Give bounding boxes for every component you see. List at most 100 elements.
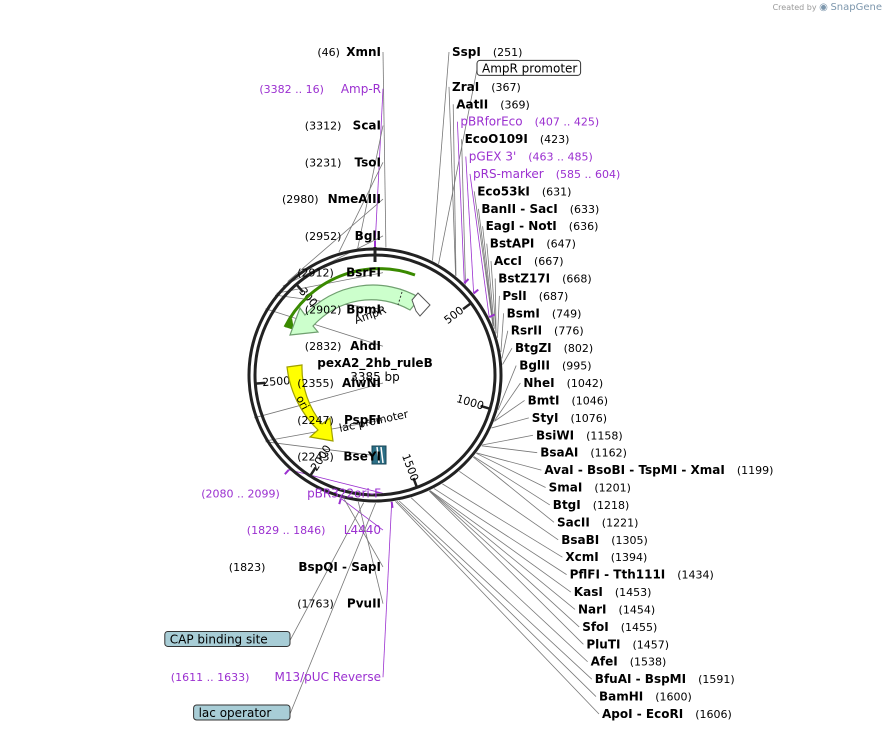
- site-label-acci[interactable]: AccI(667): [494, 254, 564, 268]
- site-label-xmni[interactable]: (46)XmnI: [317, 45, 381, 59]
- site-label-btgi[interactable]: BtgI(1218): [553, 498, 630, 512]
- site-label-bsmi[interactable]: BsmI(749): [507, 306, 582, 320]
- site-label-sspi[interactable]: SspI(251): [452, 45, 522, 59]
- lac-promoter-stripe: [380, 446, 384, 464]
- site-label-pluti[interactable]: PluTI(1457): [586, 637, 669, 651]
- site-position: (367): [491, 81, 521, 94]
- tick-label: 500: [442, 304, 467, 327]
- svg-text:AvaI - BsoBI - TspMI - X: AvaI - BsoBI - TspMI - XmaI(1199): [544, 463, 773, 477]
- site-label-ecoo109i[interactable]: EcoO109I(423): [465, 132, 570, 146]
- site-label-bfuai-bspmi[interactable]: BfuAI - BspMI(1591): [595, 672, 735, 686]
- site-label-pspfi[interactable]: (2247)PspFI: [297, 413, 381, 427]
- svg-text:(3231): (3231): [305, 156, 342, 169]
- leader-line: [494, 400, 525, 422]
- site-label-kasi[interactable]: KasI(1453): [574, 585, 652, 599]
- site-position: (802): [564, 342, 594, 355]
- site-label-prs-marker[interactable]: pRS-marker(585 .. 604): [473, 167, 620, 181]
- site-label-bpmi[interactable]: (2902)BpmI: [305, 302, 381, 316]
- site-position: (251): [493, 46, 523, 59]
- site-name: ScaI: [353, 119, 381, 133]
- site-label-bspqi-sapi[interactable]: (1823)BspQI - SapI: [229, 560, 381, 574]
- site-label-bglii[interactable]: BglII(995): [519, 359, 591, 373]
- site-label-lac-operator[interactable]: lac operator: [193, 704, 291, 721]
- site-label-zrai[interactable]: ZraI(367): [452, 80, 521, 94]
- site-label-styi[interactable]: StyI(1076): [532, 411, 607, 425]
- leader-line: [395, 501, 600, 715]
- leader-line: [476, 452, 542, 471]
- brand-name: SnapGene: [830, 2, 882, 13]
- site-label-pgex-3-[interactable]: pGEX 3'(463 .. 485): [469, 150, 593, 164]
- site-label-sfoi[interactable]: SfoI(1455): [582, 620, 657, 634]
- leader-line: [442, 483, 563, 558]
- site-label-bgli[interactable]: (2952)BglI: [305, 229, 381, 243]
- site-label-sacii[interactable]: SacII(1221): [557, 515, 638, 529]
- site-label-aatii[interactable]: AatII(369): [456, 97, 530, 111]
- site-label-xcmi[interactable]: XcmI(1394): [565, 550, 647, 564]
- site-label-l4440[interactable]: (1829 .. 1846)L4440: [247, 523, 381, 537]
- site-name: PflFI - Tth111I: [570, 568, 666, 582]
- site-label-nmeaiii[interactable]: (2980)NmeAIII: [282, 192, 381, 206]
- feature-box-label: CAP binding site: [170, 632, 268, 646]
- leader-line: [482, 226, 494, 327]
- site-position: (776): [554, 325, 584, 338]
- svg-text:BsaBI(1305): BsaBI(1305): [561, 533, 648, 547]
- site-label-rsrii[interactable]: RsrII(776): [511, 324, 584, 338]
- svg-text:PvuII: PvuII: [347, 597, 381, 611]
- site-label-m13-puc-reverse[interactable]: (1611 .. 1633)M13/pUC Reverse: [171, 670, 381, 684]
- site-label-pflfi-tth111i[interactable]: PflFI - Tth111I(1434): [570, 568, 714, 582]
- leader-line: [469, 173, 490, 318]
- tick-label: 2500: [262, 374, 291, 389]
- site-label-banii-saci[interactable]: BanII - SacI(633): [481, 202, 599, 216]
- site-position: (1591): [698, 673, 735, 686]
- site-label-bsaai[interactable]: BsaAI(1162): [540, 446, 627, 460]
- leader-line: [481, 445, 538, 454]
- site-position: (1457): [633, 638, 670, 651]
- site-label-smai[interactable]: SmaI(1201): [549, 481, 631, 495]
- site-name: XmnI: [346, 45, 381, 59]
- site-label-alwni[interactable]: (2355)AlwNI: [297, 376, 381, 390]
- site-position: (667): [534, 255, 564, 268]
- site-label-pbrforeco[interactable]: pBRforEco(407 .. 425): [460, 115, 599, 129]
- leader-line: [357, 501, 384, 604]
- site-label-amp-r[interactable]: (3382 .. 16)Amp-R: [259, 82, 381, 96]
- ampr-feature-arrow[interactable]: [289, 284, 421, 336]
- site-label-pvuii[interactable]: (1763)PvuII: [297, 597, 381, 611]
- site-label-ampr-promoter[interactable]: AmpR promoter: [476, 59, 582, 76]
- site-label-apoi-ecori[interactable]: ApoI - EcoRI(1606): [602, 707, 732, 721]
- site-label-tsoi[interactable]: (3231)TsoI: [305, 155, 381, 169]
- site-label-eagi-noti[interactable]: EagI - NotI(636): [486, 219, 599, 233]
- site-position: (2243): [297, 451, 334, 464]
- site-label-bsabi[interactable]: BsaBI(1305): [561, 533, 648, 547]
- site-label-avai-bsobi-tspmi-xmai[interactable]: AvaI - BsoBI - TspMI - XmaI(1199): [544, 463, 773, 477]
- site-label-bmti[interactable]: BmtI(1046): [528, 393, 608, 407]
- site-label-bsrfi[interactable]: (2912)BsrFI: [297, 266, 381, 280]
- site-label-nari[interactable]: NarI(1454): [578, 602, 655, 616]
- site-label-scai[interactable]: (3312)ScaI: [305, 119, 381, 133]
- site-label-bsiwi[interactable]: BsiWI(1158): [536, 428, 623, 442]
- site-label-bseyi[interactable]: (2243)BseYI: [297, 450, 381, 464]
- site-label-nhei[interactable]: NheI(1042): [523, 376, 603, 390]
- svg-text:BsrFI: BsrFI: [346, 266, 381, 280]
- site-label-bstapi[interactable]: BstAPI(647): [490, 237, 576, 251]
- svg-text:(2902): (2902): [305, 303, 342, 316]
- site-position: (2355): [297, 377, 334, 390]
- tick-mark: [295, 283, 304, 293]
- svg-text:BsiWI(1158): BsiWI(1158): [536, 428, 623, 442]
- site-label-bstz17i[interactable]: BstZ17I(668): [498, 271, 591, 285]
- site-label-ahdi[interactable]: (2832)AhdI: [305, 339, 381, 353]
- site-label-eco53ki[interactable]: Eco53kI(631): [477, 184, 571, 198]
- ampr-bar-head: [285, 318, 294, 330]
- leader-line: [501, 330, 509, 359]
- site-name: XcmI: [565, 550, 598, 564]
- site-label-afei[interactable]: AfeI(1538): [591, 655, 667, 669]
- site-label-psli[interactable]: PslI(687): [502, 289, 568, 303]
- site-label-pbr322ori-f[interactable]: (2080 .. 2099)pBR322ori-F: [201, 486, 381, 500]
- site-label-btgzi[interactable]: BtgZI(802): [515, 341, 593, 355]
- svg-text:pBR322ori-F: pBR322ori-F: [307, 486, 381, 500]
- site-label-cap-binding-site[interactable]: CAP binding site: [164, 630, 291, 647]
- ampr-promoter-arrow[interactable]: [411, 292, 431, 317]
- site-label-bamhi[interactable]: BamHI(1600): [599, 690, 692, 704]
- ori-feature-arrow[interactable]: [286, 364, 334, 442]
- svg-text:AhdI: AhdI: [350, 339, 381, 353]
- leader-line: [473, 456, 551, 506]
